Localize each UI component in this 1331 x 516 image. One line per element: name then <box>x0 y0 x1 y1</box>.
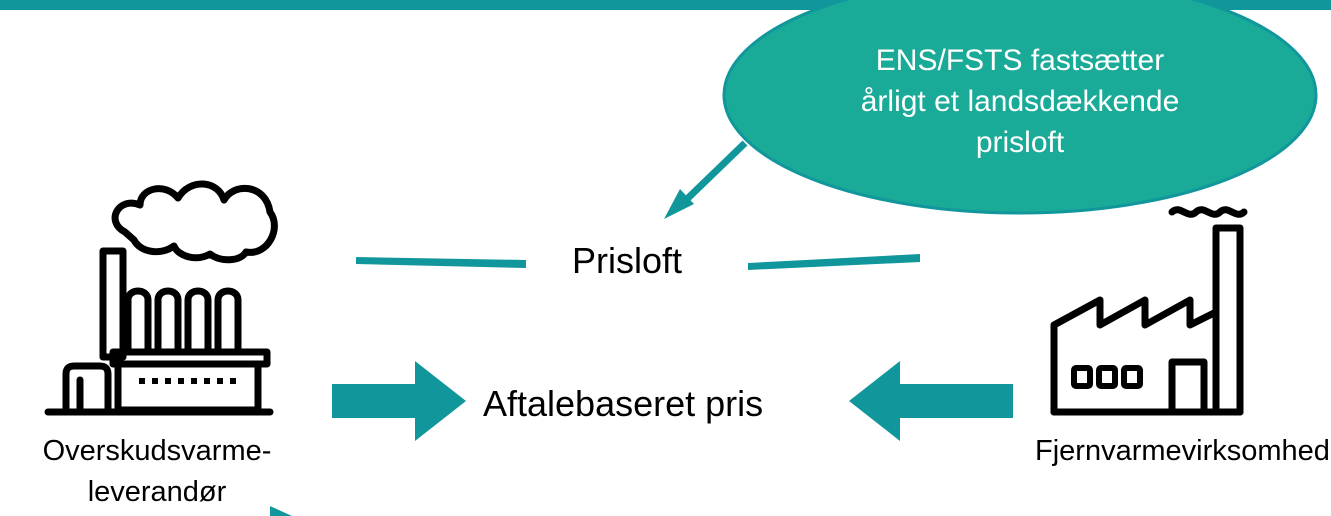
factory-icon <box>44 180 278 416</box>
supplier-windows <box>139 378 236 384</box>
price-cap-line-right <box>748 254 920 270</box>
price-cap-label: Prisloft <box>572 240 683 281</box>
supplier-label: Overskudsvarme- leverandør <box>2 431 312 513</box>
bottom-partial-arrow <box>270 506 292 516</box>
district-heating-label: Fjernvarmevirksomhed <box>1035 435 1330 467</box>
bubble-to-pricecap-arrow <box>664 140 748 219</box>
authority-line-1: ENS/FSTS fastsætter <box>875 44 1165 77</box>
authority-line-3: prisloft <box>975 126 1065 159</box>
supplier-label-line-1: Overskudsvarme- <box>42 435 272 467</box>
authority-bubble <box>722 0 1318 215</box>
authority-line-2: årligt et landsdækkende <box>860 85 1180 118</box>
price-cap-line-left <box>356 257 526 268</box>
factory-icon <box>1050 206 1248 416</box>
supplier-to-price-arrow <box>332 361 466 441</box>
district-windows <box>1071 365 1143 389</box>
district-to-price-arrow <box>849 361 1013 441</box>
supplier-label-line-2: leverandør <box>87 476 227 508</box>
authority-bubble-text: ENS/FSTS fastsætter årligt et landsdække… <box>810 40 1230 163</box>
agreed-price-label: Aftalebaseret pris <box>483 383 764 424</box>
top-accent-bar <box>0 0 1331 10</box>
